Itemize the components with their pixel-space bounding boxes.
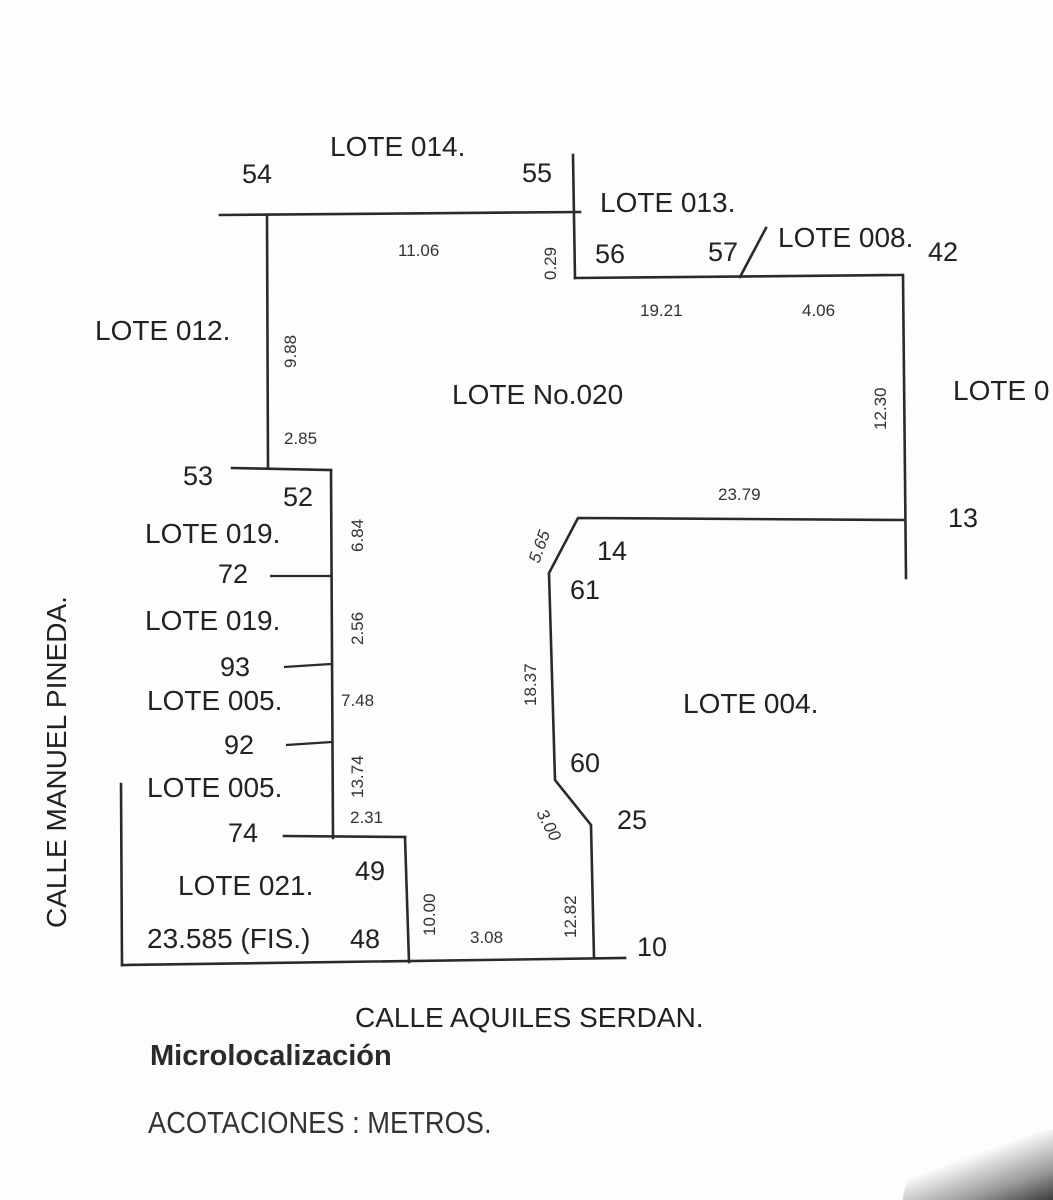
lot-boundary-plan: LOTE 014. LOTE 013. LOTE 008. LOTE 012. …: [41, 131, 1049, 1033]
boundary-south-street: [120, 956, 627, 967]
footer-title: Microlocalización: [150, 1040, 392, 1072]
lote-019-label-a: LOTE 019.: [145, 518, 280, 549]
lote-014-label: LOTE 014.: [330, 131, 465, 162]
boundary-55-56: [571, 153, 577, 280]
dimension-2-56: 2.56: [348, 612, 367, 645]
lote-020-label: LOTE No.020: [452, 379, 623, 410]
lote-012-label: LOTE 012.: [95, 315, 230, 346]
vertex-48: 48: [350, 924, 380, 954]
boundary-54-53: [265, 213, 270, 470]
dimension-6-84: 6.84: [348, 519, 367, 552]
lote-right-label: LOTE 0: [953, 375, 1049, 406]
street-west-label: CALLE MANUEL PINEDA.: [41, 596, 72, 928]
dimension-12-82: 12.82: [561, 895, 580, 938]
dimension-12-30: 12.30: [871, 387, 890, 430]
lote-005-label-a: LOTE 005.: [147, 685, 282, 716]
boundary-49-48: [403, 835, 411, 964]
dimension-labels: 11.06 0.29 19.21 4.06 9.88 12.30 2.85 23…: [281, 241, 890, 947]
footer-units-note: ACOTACIONES : METROS.: [148, 1105, 492, 1140]
dimension-7-48: 7.48: [341, 691, 374, 710]
vertex-13: 13: [948, 503, 978, 533]
boundary-lote004: [547, 516, 907, 960]
dimension-23-79: 23.79: [718, 485, 761, 504]
vertex-56: 56: [595, 239, 625, 269]
vertex-53: 53: [183, 461, 213, 491]
vertex-57: 57: [708, 237, 738, 267]
dimension-4-06: 4.06: [802, 301, 835, 320]
vertex-74: 74: [228, 818, 258, 848]
dimension-0-29: 0.29: [541, 247, 560, 280]
boundary-52-74: [329, 468, 335, 840]
boundary-42-13: [901, 273, 908, 580]
lote-021-label: LOTE 021.: [178, 870, 313, 901]
boundary-54-55: [218, 210, 582, 217]
lot-labels: LOTE 014. LOTE 013. LOTE 008. LOTE 012. …: [95, 131, 1049, 954]
boundary-56-42: [573, 273, 904, 280]
dimension-19-21: 19.21: [640, 301, 683, 320]
dimension-10-00: 10.00: [420, 893, 439, 936]
lote-005-label-b: LOTE 005.: [147, 772, 282, 803]
dimension-2-85: 2.85: [284, 429, 317, 448]
dimension-13-74: 13.74: [348, 755, 367, 798]
boundary-57-tick: [738, 226, 768, 279]
lote-019-label-b: LOTE 019.: [145, 605, 280, 636]
dimension-9-88: 9.88: [281, 335, 300, 368]
dimension-3-08: 3.08: [470, 928, 503, 947]
dimension-3-00: 3.00: [532, 806, 565, 845]
vertex-25: 25: [617, 805, 647, 835]
lote-008-label: LOTE 008.: [778, 222, 913, 253]
vertex-14: 14: [597, 536, 627, 566]
lote-013-label: LOTE 013.: [600, 187, 735, 218]
lote-004-label: LOTE 004.: [683, 688, 818, 719]
boundary-53-52: [230, 466, 333, 472]
dimension-5-65: 5.65: [525, 527, 554, 565]
dimension-2-31: 2.31: [350, 808, 383, 827]
vertex-10: 10: [637, 932, 667, 962]
vertex-52: 52: [283, 482, 313, 512]
lote-021-area: 23.585 (FIS.): [147, 923, 310, 954]
dimension-11-06: 11.06: [398, 241, 439, 260]
boundary-lote021-west: [119, 782, 124, 967]
street-labels: CALLE MANUEL PINEDA. CALLE AQUILES SERDA…: [41, 596, 704, 1033]
boundary-92-tick: [285, 740, 333, 747]
boundary-74-49: [282, 834, 407, 839]
vertex-42: 42: [928, 237, 958, 267]
vertex-54: 54: [242, 159, 272, 189]
vertex-61: 61: [570, 575, 600, 605]
vertex-72: 72: [218, 559, 248, 589]
boundary-lines: [119, 153, 908, 967]
vertex-55: 55: [522, 158, 552, 188]
boundary-93-tick: [283, 662, 332, 669]
vertex-numbers: 54 55 56 57 42 53 52 72 93 92 74 49 48 1…: [183, 158, 978, 962]
vertex-60: 60: [570, 748, 600, 778]
vertex-92: 92: [224, 730, 254, 760]
street-south-label: CALLE AQUILES SERDAN.: [355, 1002, 704, 1033]
page-curl-shadow: [903, 1130, 1053, 1200]
vertex-93: 93: [220, 652, 250, 682]
vertex-49: 49: [355, 856, 385, 886]
dimension-18-37: 18.37: [521, 663, 540, 706]
